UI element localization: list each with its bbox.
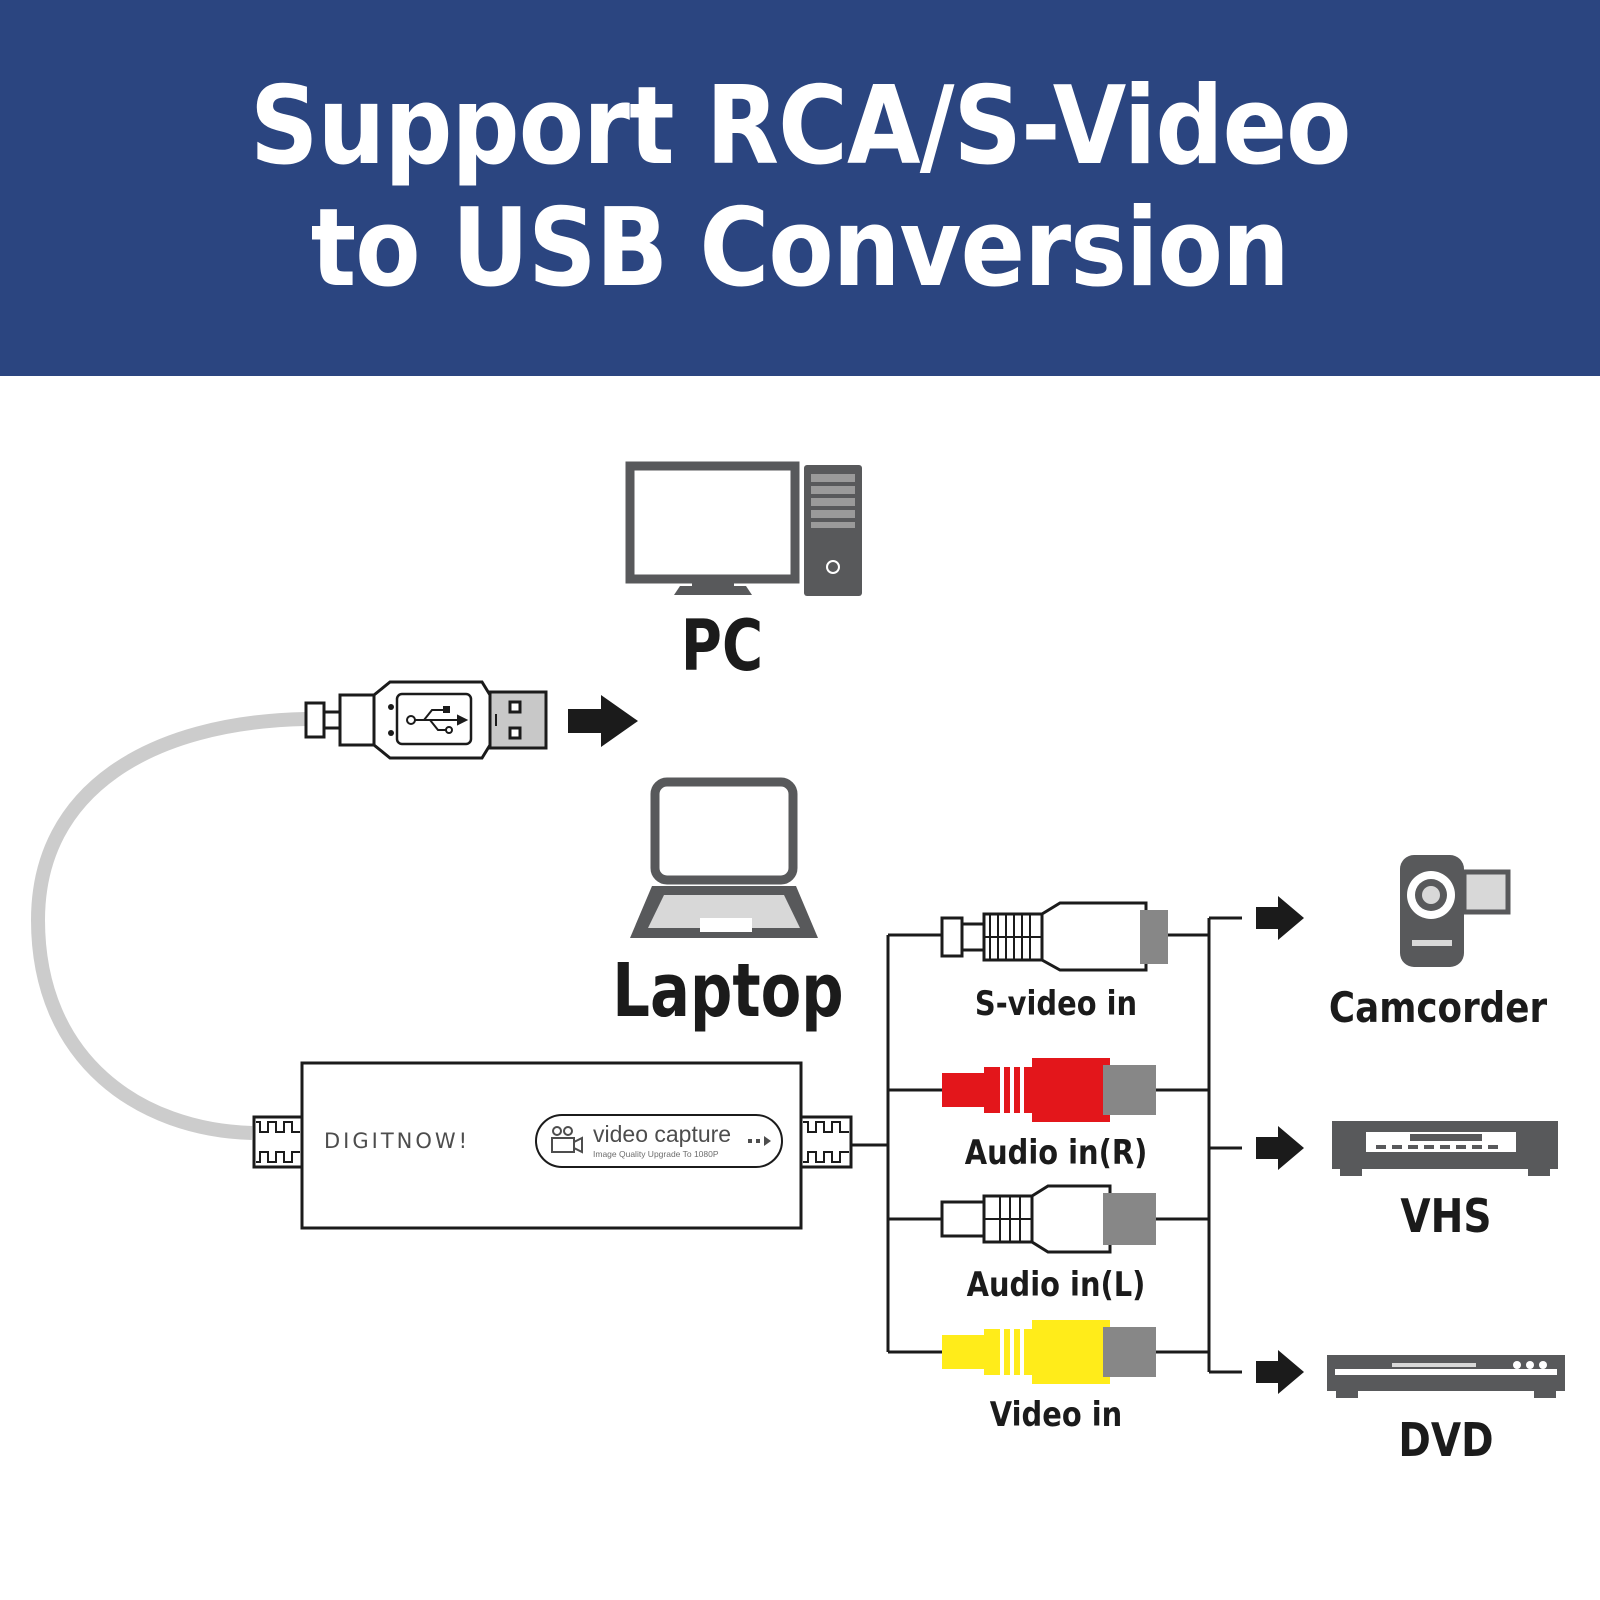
input-label-audio-r: Audio in(R) (965, 1134, 1148, 1173)
badge-subtitle: Image Quality Upgrade To 1080P (593, 1149, 719, 1159)
capture-device: DIGITNOW! video capture Image Quality Up… (252, 1061, 853, 1230)
video-connector (942, 1320, 1156, 1384)
source-label-dvd: DVD (1398, 1414, 1493, 1468)
s-video-connector (940, 901, 1168, 972)
title-banner: Support RCA/S-Video to USB Conversion (0, 0, 1600, 376)
arrow-right-icon (1256, 1126, 1304, 1170)
video-capture-badge (535, 1114, 783, 1168)
laptop-label: Laptop (612, 948, 843, 1034)
usb-cable (30, 712, 307, 1140)
input-wiring (851, 916, 1242, 1374)
video-camera-icon (551, 1126, 583, 1154)
input-label-audio-l: Audio in(L) (967, 1266, 1146, 1305)
pc-label: PC (681, 605, 763, 687)
dvd-player-icon (1327, 1355, 1565, 1398)
title-line-1: Support RCA/S-Video (249, 64, 1351, 189)
source-label-vhs: VHS (1400, 1190, 1491, 1244)
laptop-icon (630, 777, 818, 938)
audio-r-connector (942, 1058, 1156, 1122)
vhs-player-icon (1332, 1121, 1558, 1176)
usb-plug-icon (304, 680, 548, 760)
title-line-2: to USB Conversion (310, 186, 1290, 311)
badge-title: video capture (593, 1121, 731, 1147)
desktop-pc-icon (625, 461, 862, 596)
input-label-video: Video in (990, 1396, 1122, 1435)
arrow-right-icon (1256, 896, 1304, 940)
source-label-camcorder: Camcorder (1329, 984, 1548, 1032)
input-label-s-video: S-video in (975, 985, 1137, 1024)
arrow-right-icon (568, 695, 638, 747)
device-brand: DIGITNOW! (324, 1129, 470, 1153)
badge-arrow-icon (748, 1136, 771, 1146)
arrow-right-icon (1256, 1350, 1304, 1394)
camcorder-icon (1400, 855, 1511, 967)
connection-diagram: PC Laptop (30, 461, 1565, 1468)
audio-l-connector (940, 1184, 1156, 1254)
